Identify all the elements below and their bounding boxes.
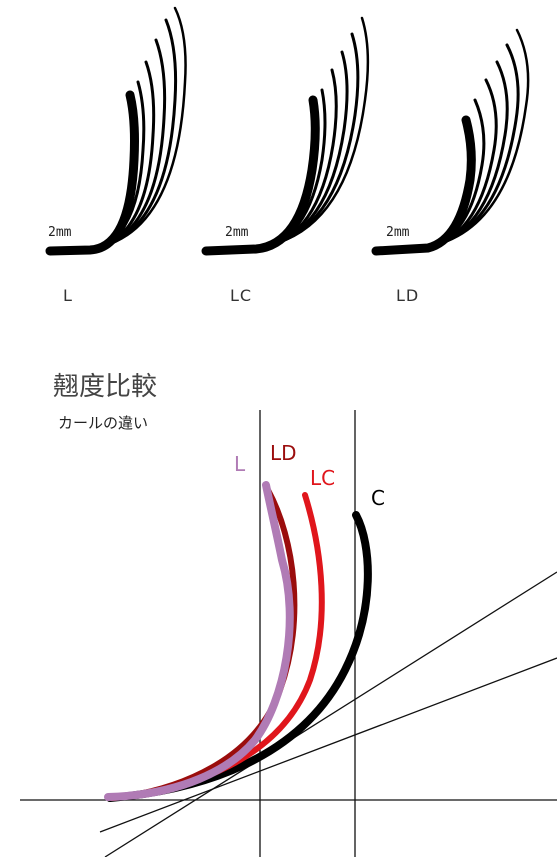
angle-line-shallow [99, 657, 557, 833]
lash-fan-lc [201, 16, 370, 256]
comparison-title: 翹度比較 [53, 372, 158, 402]
length-label-ld: 2mm [386, 225, 410, 240]
lash-fan-ld [371, 28, 530, 256]
curve-label-lc: LC [310, 466, 336, 490]
curve-label-ld: LD [270, 441, 297, 465]
curve-label-c: C [371, 486, 385, 510]
curve-label-l: L [234, 452, 246, 476]
length-label-l: 2mm [48, 225, 72, 240]
length-label-lc: 2mm [225, 225, 249, 240]
type-label-ld: LD [396, 286, 420, 305]
lash-fan-l [45, 6, 187, 256]
comparison-subtitle: カールの違い [58, 414, 149, 432]
curve-l [104, 481, 294, 801]
angle-line-steep [104, 571, 557, 857]
type-label-lc: LC [230, 286, 253, 305]
type-label-l: L [63, 286, 73, 305]
